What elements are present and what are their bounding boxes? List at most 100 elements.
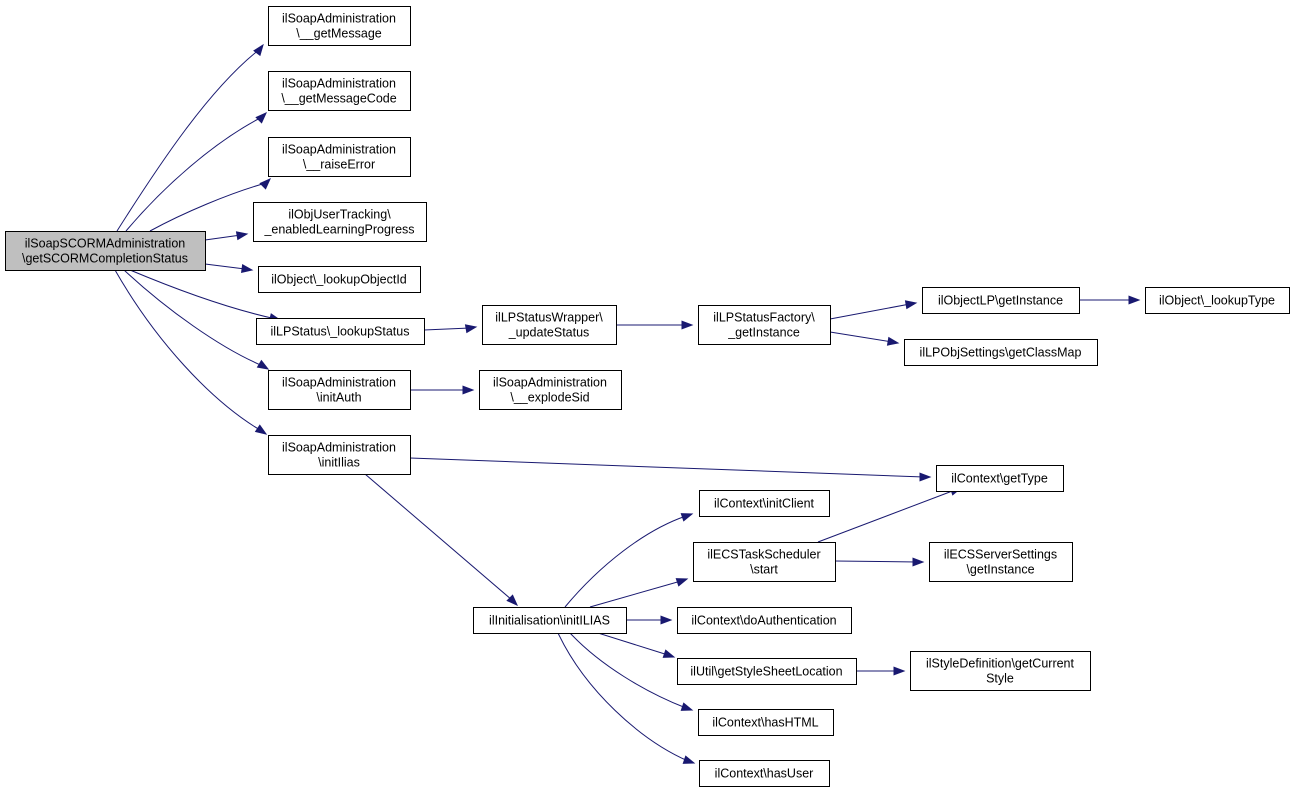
edge-initIlias-to-getType — [409, 457, 932, 482]
node-hasUser[interactable]: ilContext\hasUser — [699, 760, 830, 787]
node-label: ilLPStatusFactory\ — [713, 311, 815, 325]
node-initIlias[interactable]: ilSoapAdministration\initIlias — [268, 435, 411, 475]
edge-line — [364, 473, 513, 601]
node-enabledLP[interactable]: ilObjUserTracking\_enabledLearningProgre… — [253, 202, 427, 242]
node-label: ilLPStatusWrapper\ — [495, 311, 603, 325]
edge-line — [204, 234, 242, 241]
node-lookupObjectId[interactable]: ilObject\_lookupObjectId — [258, 266, 421, 293]
node-box — [698, 709, 834, 736]
edges-layer — [114, 43, 1141, 764]
node-styleSheet[interactable]: ilUtil\getStyleSheetLocation — [677, 658, 857, 685]
arrow-head-icon — [259, 178, 271, 190]
arrow-head-icon — [254, 424, 268, 435]
edge-line — [125, 116, 263, 232]
node-explodeSid[interactable]: ilSoapAdministration\__explodeSid — [479, 370, 622, 410]
arrow-head-icon — [912, 557, 925, 567]
node-box — [699, 490, 830, 517]
edge-line — [829, 303, 911, 320]
edge-line — [129, 269, 277, 320]
node-label: ilStyleDefinition\getCurrent — [926, 657, 1075, 671]
edge-root-to-enabledLP — [204, 231, 249, 241]
node-initAuth[interactable]: ilSoapAdministration\initAuth — [268, 370, 411, 410]
edge-updateStatus-to-lpFactory — [616, 320, 694, 330]
arrow-head-icon — [241, 264, 254, 273]
node-label: \initIlias — [318, 456, 360, 470]
node-box — [268, 370, 411, 410]
edge-line — [597, 632, 669, 656]
edge-line — [569, 632, 687, 709]
node-updateStatus[interactable]: ilLPStatusWrapper\_updateStatus — [482, 305, 617, 345]
edge-line — [149, 182, 267, 232]
node-label: \__getMessage — [296, 27, 382, 41]
arrow-head-icon — [675, 578, 689, 587]
node-box — [482, 305, 617, 345]
edge-root-to-initAuth — [123, 269, 270, 370]
arrow-head-icon — [464, 324, 478, 334]
edge-root-to-lookupObjectId — [204, 263, 254, 273]
node-doAuth[interactable]: ilContext\doAuthentication — [677, 607, 852, 634]
node-ecsStart[interactable]: ilECSTaskScheduler\start — [693, 542, 836, 582]
edge-initILIAS-to-initClient — [564, 513, 694, 608]
node-label: \start — [750, 563, 778, 577]
node-label: ilContext\hasUser — [715, 767, 814, 781]
node-label: _getInstance — [727, 326, 800, 340]
node-getType[interactable]: ilContext\getType — [936, 465, 1064, 492]
node-label: ilObjUserTracking\ — [288, 208, 391, 222]
edge-line — [409, 457, 925, 478]
node-label: Style — [986, 672, 1014, 686]
edge-line — [817, 489, 956, 543]
node-lookupStatus[interactable]: ilLPStatus\_lookupStatus — [256, 318, 425, 345]
arrow-head-icon — [462, 385, 475, 395]
node-label: _updateStatus — [508, 326, 590, 340]
node-box — [268, 435, 411, 475]
node-label: _enabledLearningProgress — [263, 223, 414, 237]
node-box — [922, 287, 1080, 314]
node-label: ilContext\doAuthentication — [691, 614, 836, 628]
edge-objLPInstance-to-lookupType — [1079, 295, 1141, 305]
edge-styleSheet-to-currentStyle — [856, 666, 906, 676]
node-classMap[interactable]: ilLPObjSettings\getClassMap — [904, 339, 1098, 366]
arrow-head-icon — [255, 112, 267, 124]
node-raiseError[interactable]: ilSoapAdministration\__raiseError — [268, 137, 411, 177]
node-label: ilUtil\getStyleSheetLocation — [690, 665, 842, 679]
edge-root-to-initIlias — [114, 269, 268, 435]
edge-initILIAS-to-hasHTML — [569, 632, 694, 711]
node-label: \initAuth — [316, 391, 361, 405]
node-ecsSettings[interactable]: ilECSServerSettings\getInstance — [929, 542, 1073, 582]
node-lpFactory[interactable]: ilLPStatusFactory\_getInstance — [698, 305, 831, 345]
node-initClient[interactable]: ilContext\initClient — [699, 490, 830, 517]
node-label: ilObject\_lookupObjectId — [271, 273, 407, 287]
node-label: ilSoapAdministration — [493, 376, 607, 390]
edge-ecsStart-to-getType — [817, 487, 963, 543]
node-root[interactable]: ilSoapSCORMAdministration\getSCORMComple… — [5, 231, 206, 271]
node-getMessage[interactable]: ilSoapAdministration\__getMessage — [268, 6, 411, 46]
node-box — [253, 202, 427, 242]
node-label: ilInitialisation\initILIAS — [489, 614, 610, 628]
node-box — [268, 6, 411, 46]
node-getMessageCode[interactable]: ilSoapAdministration\__getMessageCode — [268, 71, 411, 111]
edge-initILIAS-to-doAuth — [626, 615, 673, 625]
node-label: ilSoapAdministration — [282, 77, 396, 91]
node-label: ilObjectLP\getInstance — [938, 294, 1063, 308]
arrow-head-icon — [886, 336, 900, 346]
node-label: ilECSServerSettings — [944, 548, 1057, 562]
node-objLPInstance[interactable]: ilObjectLP\getInstance — [922, 287, 1080, 314]
edge-line — [589, 580, 682, 608]
node-hasHTML[interactable]: ilContext\hasHTML — [698, 709, 834, 736]
node-label: ilSoapSCORMAdministration — [25, 237, 186, 251]
edge-initILIAS-to-hasUser — [557, 632, 696, 764]
edge-line — [834, 560, 918, 563]
node-label: \__explodeSid — [510, 391, 589, 405]
arrow-head-icon — [904, 300, 918, 310]
node-box — [1145, 287, 1290, 314]
node-box — [693, 542, 836, 582]
edge-ecsStart-to-ecsSettings — [834, 557, 925, 567]
node-box — [479, 370, 622, 410]
edge-initILIAS-to-ecsStart — [589, 578, 689, 608]
node-label: ilContext\hasHTML — [712, 716, 818, 730]
node-box — [256, 318, 425, 345]
node-initILIAS[interactable]: ilInitialisation\initILIAS — [473, 607, 627, 634]
node-lookupType[interactable]: ilObject\_lookupType — [1145, 287, 1290, 314]
node-box — [929, 542, 1073, 582]
